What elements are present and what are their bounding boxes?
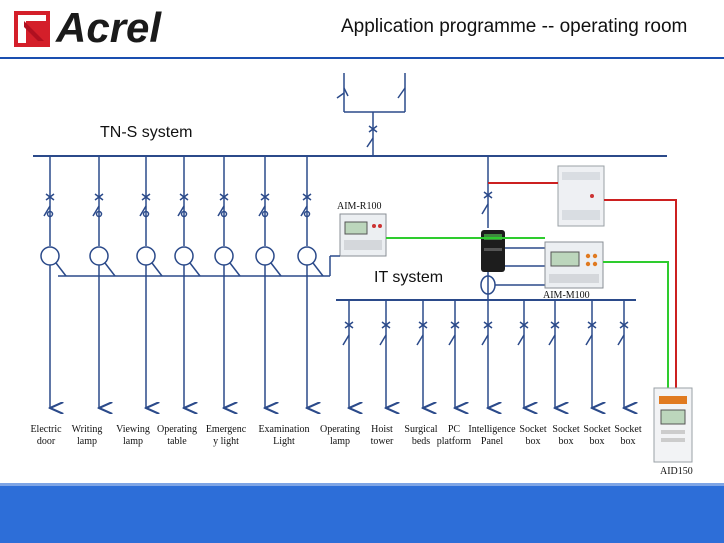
footer-accent: [0, 483, 724, 486]
load-label-line2: table: [167, 436, 187, 447]
green-link-m100: [603, 261, 669, 390]
load-label-line2: box: [559, 436, 574, 447]
top-monitor-device: [557, 165, 605, 227]
load-label-line1: Intelligence: [468, 424, 516, 435]
red-link-right: [604, 199, 677, 390]
aid150-label: AID150: [660, 466, 693, 477]
load-label-line2: lamp: [330, 436, 350, 447]
it-branch: [585, 300, 596, 408]
it-branch: [548, 300, 559, 408]
tns-branch: [136, 156, 163, 408]
tns-branch: [297, 156, 324, 408]
acrel-logo-icon: [14, 11, 50, 47]
load-label-line1: PC: [448, 424, 461, 435]
load-label-line2: Light: [273, 436, 295, 447]
it-transformer-feed: [480, 156, 545, 300]
tns-branch: [40, 156, 67, 408]
aim-r100-device: [339, 213, 387, 257]
tns-system-label: TN-S system: [100, 124, 192, 141]
load-label-line1: Socket: [519, 424, 546, 435]
it-branch: [517, 300, 528, 408]
load-label-line1: Electric: [30, 424, 62, 435]
load-label-line2: lamp: [123, 436, 143, 447]
load-label-line1: Operating: [320, 424, 360, 435]
page-title: Application programme -- operating room: [341, 16, 688, 37]
load-label-line1: Socket: [583, 424, 610, 435]
load-label-line2: door: [37, 436, 56, 447]
incoming-supply: [336, 73, 406, 155]
header-divider: [0, 57, 724, 59]
it-branches: [342, 300, 628, 408]
it-system-label: IT system: [374, 269, 443, 286]
it-branch: [617, 300, 628, 408]
tns-branches: [40, 156, 324, 408]
load-label-line1: Socket: [614, 424, 641, 435]
aim-m100-device: [544, 241, 604, 289]
load-label-line2: box: [590, 436, 605, 447]
load-label-line1: Examination: [258, 424, 309, 435]
load-label-line1: Hoist: [371, 424, 393, 435]
load-label-line2: box: [526, 436, 541, 447]
load-label-line1: Operating: [157, 424, 197, 435]
brand-name: Acrel: [56, 4, 162, 51]
aim-m100-label: AIM-M100: [543, 290, 590, 301]
load-label-line2: box: [621, 436, 636, 447]
it-branch: [416, 300, 427, 408]
aid150-device: [653, 387, 693, 463]
load-label-line1: Writing: [72, 424, 103, 435]
load-label-line2: lamp: [77, 436, 97, 447]
tns-branch: [174, 156, 201, 408]
load-label-line1: Emergenc: [206, 424, 247, 435]
load-label-line2: y light: [213, 436, 239, 447]
load-label-line1: Surgical: [404, 424, 437, 435]
it-branch: [379, 300, 390, 408]
header: Acrel Application programme -- operating…: [0, 0, 724, 58]
load-label-line2: Panel: [481, 436, 503, 447]
aim-r100-label: AIM-R100: [337, 201, 381, 212]
load-label-line2: tower: [371, 436, 394, 447]
load-labels: ElectricdoorWritinglampViewinglampOperat…: [30, 424, 641, 447]
footer-bar: [0, 486, 724, 543]
it-branch: [342, 300, 353, 408]
load-label-line1: Socket: [552, 424, 579, 435]
tns-branch: [255, 156, 282, 408]
tns-branch: [214, 156, 241, 408]
isolation-transformer: [481, 230, 505, 272]
tns-branch: [89, 156, 116, 408]
load-label-line2: beds: [412, 436, 430, 447]
it-branch: [481, 300, 492, 408]
load-label-line2: platform: [437, 436, 472, 447]
wiring-diagram: TN-S system AIM-R100 AIM-M100: [30, 73, 693, 477]
load-label-line1: Viewing: [116, 424, 150, 435]
it-branch: [448, 300, 459, 408]
